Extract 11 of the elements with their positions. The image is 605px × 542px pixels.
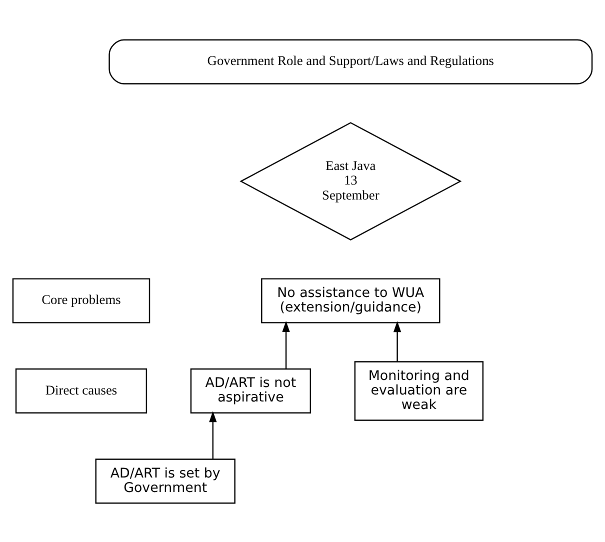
node-box: No assistance to WUA (extension/guidance) — [261, 278, 440, 323]
node-diamond: East Java 13 September — [240, 122, 462, 240]
node-box: AD/ART is not aspirative — [190, 368, 312, 414]
node-box: AD/ART is set by Government — [95, 458, 236, 504]
node-box: Government Role and Support/Laws and Regulations — [108, 38, 593, 84]
node-box: Direct causes — [15, 368, 148, 414]
node-box: Core problems — [12, 278, 150, 323]
node-box: Monitoring and evaluation are weak — [354, 360, 484, 420]
arrow — [282, 320, 290, 368]
arrow — [393, 320, 402, 361]
arrow — [209, 410, 217, 458]
